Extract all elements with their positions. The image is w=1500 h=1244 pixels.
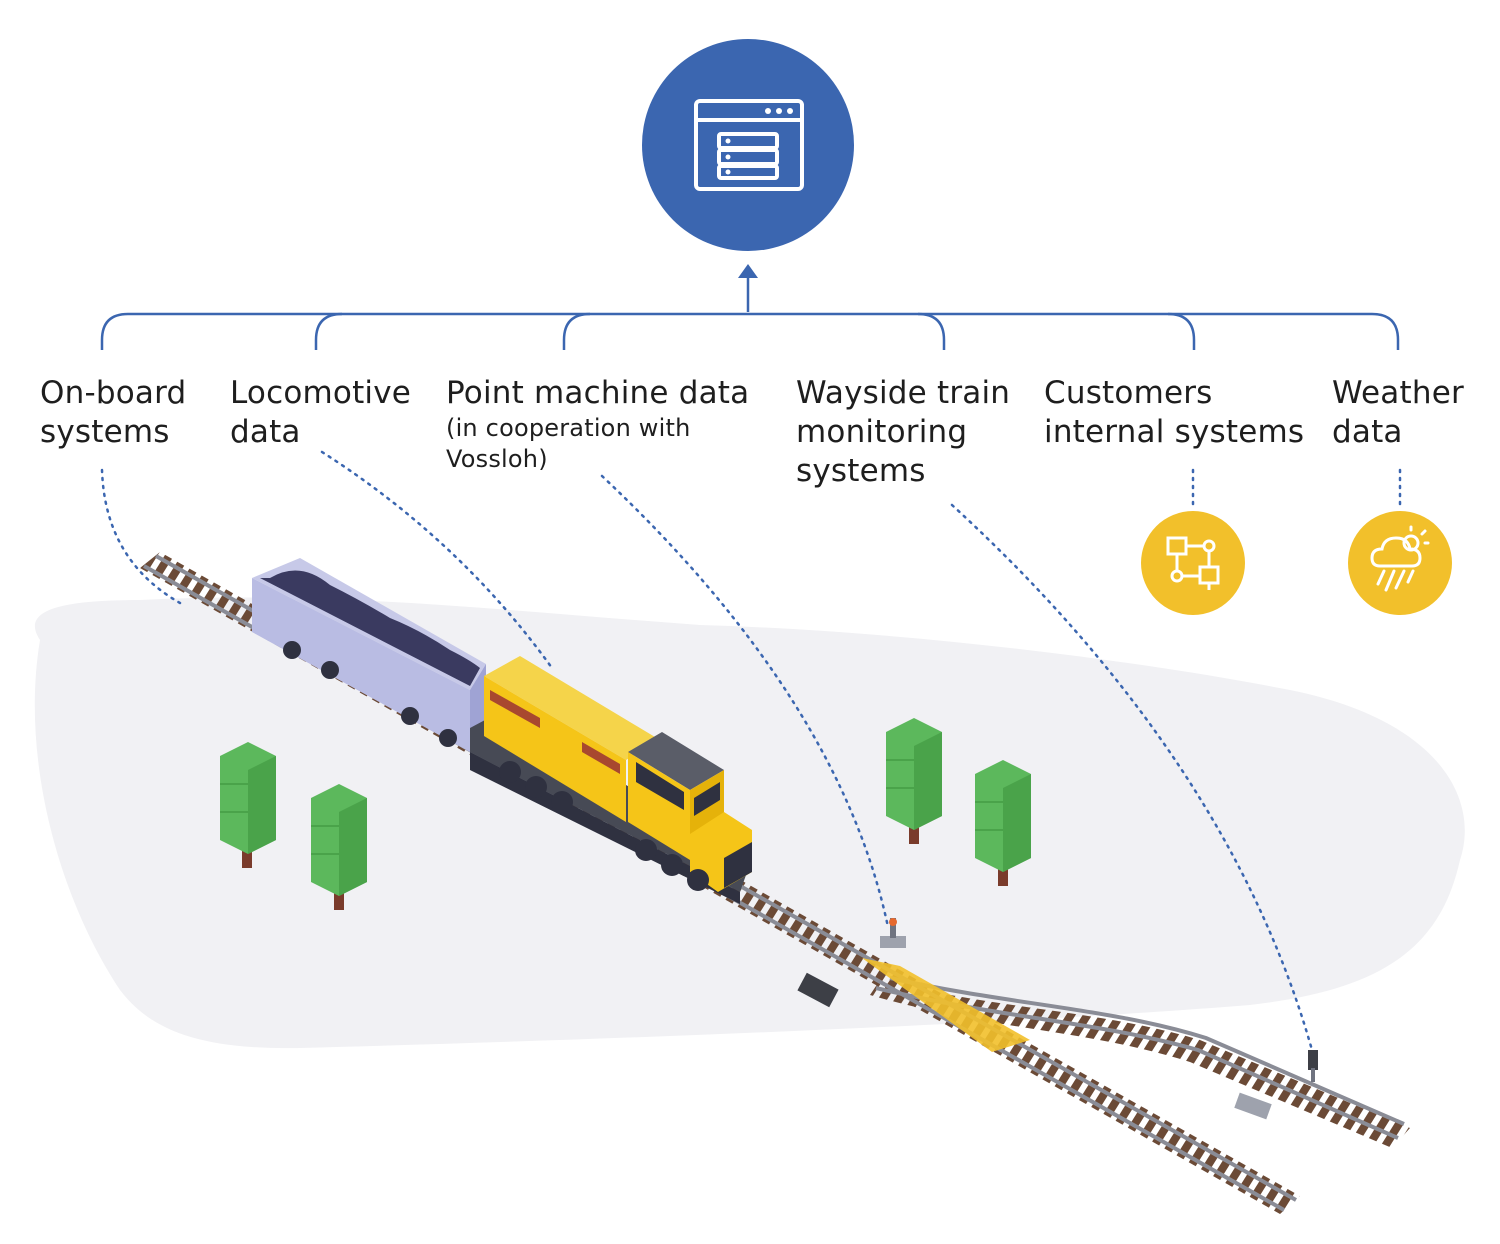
wayside-box bbox=[1234, 1092, 1272, 1120]
tree bbox=[220, 742, 276, 868]
label-line: monitoring bbox=[796, 414, 968, 450]
label-line: Wayside train bbox=[796, 375, 1011, 411]
label-customers-internal-systems: Customers internal systems bbox=[1044, 374, 1304, 452]
label-line: On-board bbox=[40, 375, 187, 411]
leader-locomotive bbox=[320, 450, 554, 670]
connector-bracket bbox=[100, 276, 1400, 350]
label-line: systems bbox=[40, 414, 170, 450]
leader-on-board bbox=[100, 468, 182, 605]
label-line: systems bbox=[796, 453, 926, 489]
tree-group-right bbox=[886, 718, 1031, 886]
label-line: data bbox=[230, 414, 301, 450]
tree bbox=[311, 784, 367, 910]
label-locomotive-data: Locomotive data bbox=[230, 374, 411, 452]
leader-wayside bbox=[950, 503, 1314, 1052]
label-line: Locomotive bbox=[230, 375, 412, 411]
dotted-leader-lines bbox=[100, 450, 1402, 1052]
label-line: Point machine data bbox=[446, 375, 750, 411]
tree bbox=[975, 760, 1031, 886]
label-weather-data: Weather data bbox=[1332, 374, 1464, 452]
customers-systems-badge bbox=[1141, 511, 1245, 615]
label-point-machine-data: Point machine data (in cooperation with … bbox=[446, 374, 749, 475]
label-line: data bbox=[1332, 414, 1403, 450]
tree-group-left bbox=[220, 742, 367, 910]
weather-cloud-rain-sun-icon bbox=[1370, 525, 1430, 592]
label-note-line: (in cooperation with bbox=[446, 414, 691, 442]
label-note-line: Vossloh) bbox=[446, 445, 548, 473]
label-on-board-systems: On-board systems bbox=[40, 374, 186, 452]
point-machine-signal-icon bbox=[880, 918, 906, 948]
label-line: internal systems bbox=[1044, 414, 1305, 450]
label-line: Weather bbox=[1332, 375, 1464, 411]
leader-point-machine bbox=[600, 474, 890, 929]
hopper-wagon bbox=[252, 558, 486, 752]
network-flow-icon bbox=[1166, 536, 1220, 590]
point-machine-plate bbox=[862, 958, 1030, 1052]
label-wayside-train-monitoring: Wayside train monitoring systems bbox=[796, 374, 1010, 491]
weather-badge bbox=[1348, 511, 1452, 615]
browser-server-window-icon bbox=[694, 99, 804, 191]
central-platform-hub bbox=[642, 39, 854, 251]
tree bbox=[886, 718, 942, 844]
label-line: Customers bbox=[1044, 375, 1213, 411]
locomotive bbox=[470, 656, 752, 904]
point-machine-box bbox=[797, 972, 839, 1008]
wayside-signal-icon bbox=[1308, 1050, 1318, 1082]
arrow-up-icon bbox=[738, 264, 758, 278]
